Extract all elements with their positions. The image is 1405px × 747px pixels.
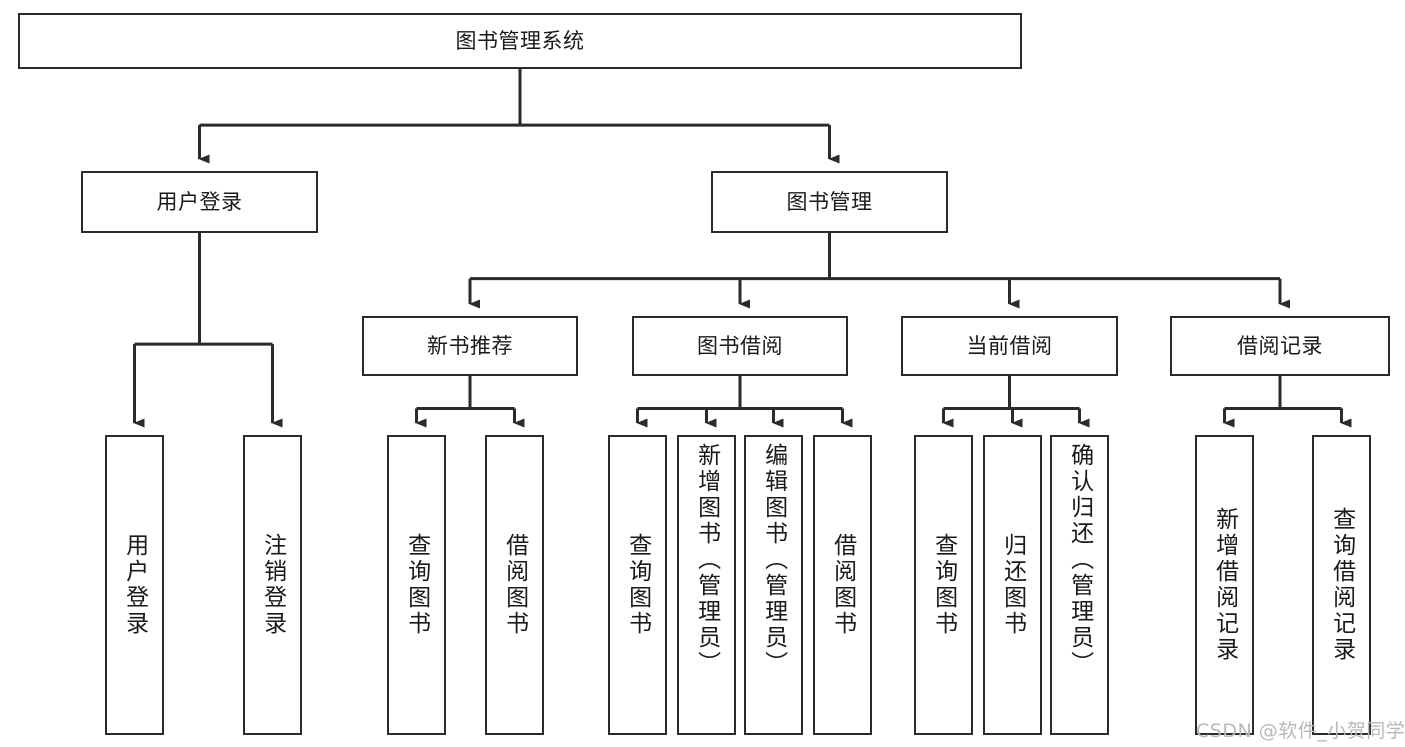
node-label: 新增图书（管理员） (693, 443, 720, 677)
node-label: 注销登录 (259, 533, 286, 637)
node-leaf-borrow-book-new[interactable]: 借阅图书 (485, 435, 544, 735)
node-leaf-borrow-book[interactable]: 借阅图书 (813, 435, 872, 735)
node-label: 新书推荐 (427, 333, 513, 358)
node-label: 新增借阅记录 (1211, 507, 1238, 663)
node-label: 图书借阅 (697, 333, 783, 358)
node-label: 图书管理 (786, 189, 873, 214)
node-label: 当前借阅 (966, 333, 1053, 358)
node-leaf-query-book-new[interactable]: 查询图书 (387, 435, 446, 735)
node-leaf-confirm-return[interactable]: 确认归还（管理员） (1050, 435, 1109, 735)
node-label: 归还图书 (999, 533, 1026, 637)
node-borrow[interactable]: 图书借阅 (632, 316, 848, 376)
node-leaf-query-book-cur[interactable]: 查询图书 (914, 435, 973, 735)
node-newbook[interactable]: 新书推荐 (362, 316, 578, 376)
node-leaf-query-book[interactable]: 查询图书 (608, 435, 667, 735)
node-label: 查询图书 (403, 533, 430, 637)
node-leaf-add-book[interactable]: 新增图书（管理员） (677, 435, 736, 735)
node-label: 借阅记录 (1237, 333, 1323, 358)
node-label: 用户登录 (121, 533, 148, 637)
node-label: 借阅图书 (829, 533, 856, 637)
node-label: 查询图书 (624, 533, 651, 637)
node-label: 借阅图书 (501, 533, 528, 637)
node-label: 编辑图书（管理员） (760, 443, 787, 677)
node-leaf-user-login[interactable]: 用户登录 (105, 435, 164, 735)
node-label: 查询图书 (930, 533, 957, 637)
csdn-watermark: CSDN @软件_小贺同学 (1196, 720, 1405, 742)
node-label: 用户登录 (156, 189, 243, 214)
node-leaf-add-record[interactable]: 新增借阅记录 (1195, 435, 1254, 735)
node-login[interactable]: 用户登录 (81, 171, 318, 233)
node-leaf-return-book[interactable]: 归还图书 (983, 435, 1042, 735)
node-root[interactable]: 图书管理系统 (18, 13, 1022, 69)
node-label: 确认归还（管理员） (1066, 443, 1093, 677)
node-label: 图书管理系统 (455, 28, 585, 53)
node-leaf-logout[interactable]: 注销登录 (243, 435, 302, 735)
node-leaf-query-record[interactable]: 查询借阅记录 (1312, 435, 1371, 735)
node-label: 查询借阅记录 (1328, 507, 1355, 663)
node-leaf-edit-book[interactable]: 编辑图书（管理员） (744, 435, 803, 735)
node-bookmgmt[interactable]: 图书管理 (711, 171, 948, 233)
node-records[interactable]: 借阅记录 (1170, 316, 1390, 376)
node-current[interactable]: 当前借阅 (901, 316, 1118, 376)
